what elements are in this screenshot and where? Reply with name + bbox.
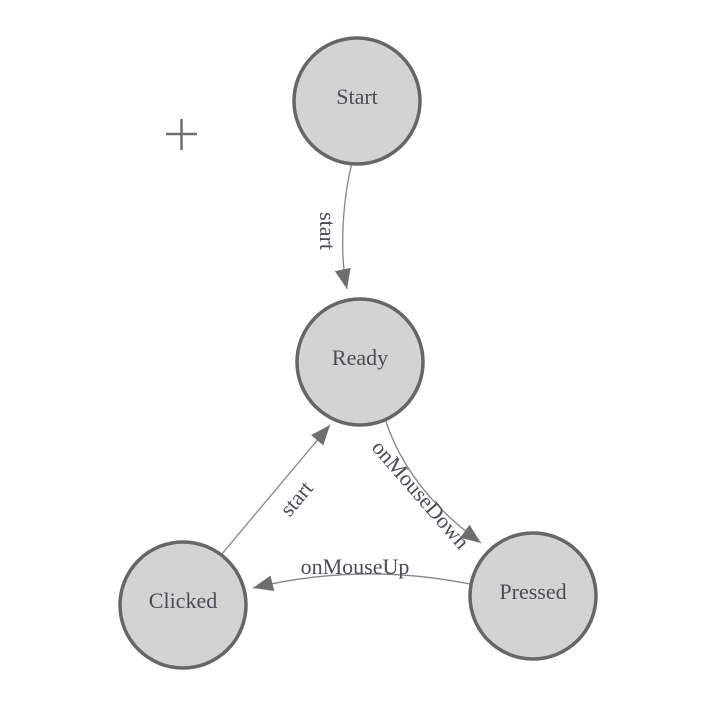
node-ready[interactable]: Ready <box>295 297 425 427</box>
node-pressed-circle[interactable] <box>468 531 598 661</box>
edge-start-to-ready[interactable] <box>334 162 353 290</box>
node-clicked[interactable]: Clicked <box>118 540 248 670</box>
edge-label-start-to-ready: start <box>315 212 340 250</box>
edge-clicked-to-ready[interactable] <box>220 424 331 556</box>
edge-pressed-to-clicked[interactable] <box>252 573 471 592</box>
node-pressed[interactable]: Pressed <box>468 531 598 661</box>
node-layer: Start Ready Clicked Pressed <box>118 36 598 670</box>
node-start-label: Start <box>336 84 378 109</box>
node-start-circle[interactable] <box>292 36 422 166</box>
node-start[interactable]: Start <box>292 36 422 166</box>
node-ready-label: Ready <box>332 345 388 370</box>
edge-layer <box>220 162 482 592</box>
crosshair-cursor-icon <box>166 119 197 150</box>
node-clicked-circle[interactable] <box>118 540 248 670</box>
edge-label-pressed-to-clicked: onMouseUp <box>301 554 410 579</box>
node-pressed-label: Pressed <box>499 579 566 604</box>
node-clicked-label: Clicked <box>149 588 217 613</box>
edge-label-ready-to-pressed: onMouseDown <box>367 435 475 554</box>
edge-ready-to-pressed[interactable] <box>384 418 482 544</box>
node-ready-circle[interactable] <box>295 297 425 427</box>
